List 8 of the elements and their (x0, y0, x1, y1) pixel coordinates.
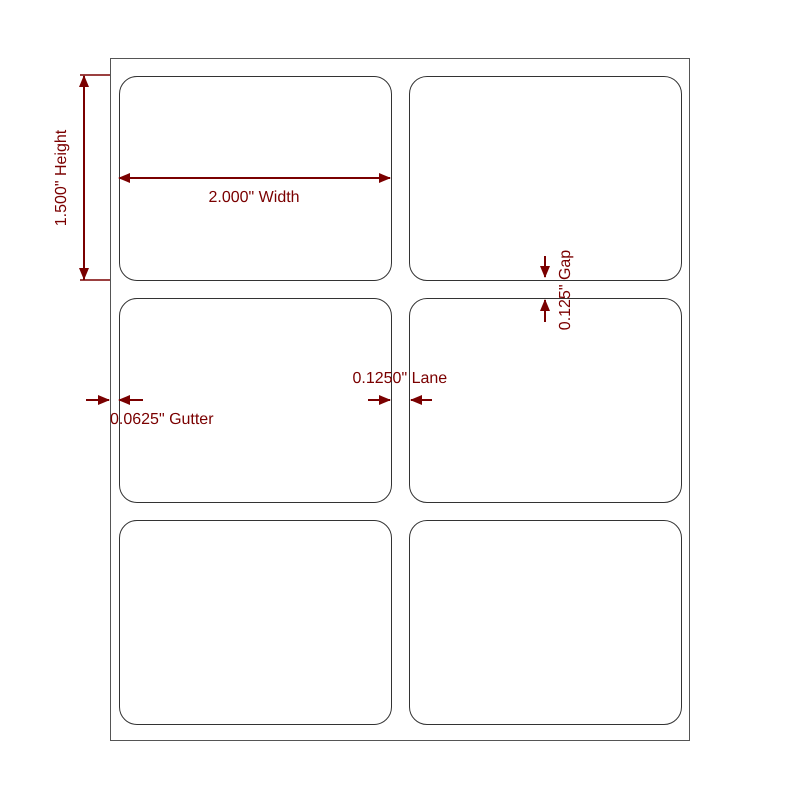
dimension-label: 2.000" Width (208, 189, 300, 207)
label-outline (409, 520, 682, 725)
dimension-label: 0.125" Gap (557, 250, 576, 330)
label-outline (119, 76, 392, 281)
label-outline (119, 520, 392, 725)
sheet-outline (110, 58, 690, 741)
label-outline (409, 76, 682, 281)
dimension-label: 1.500" Height (53, 130, 72, 226)
